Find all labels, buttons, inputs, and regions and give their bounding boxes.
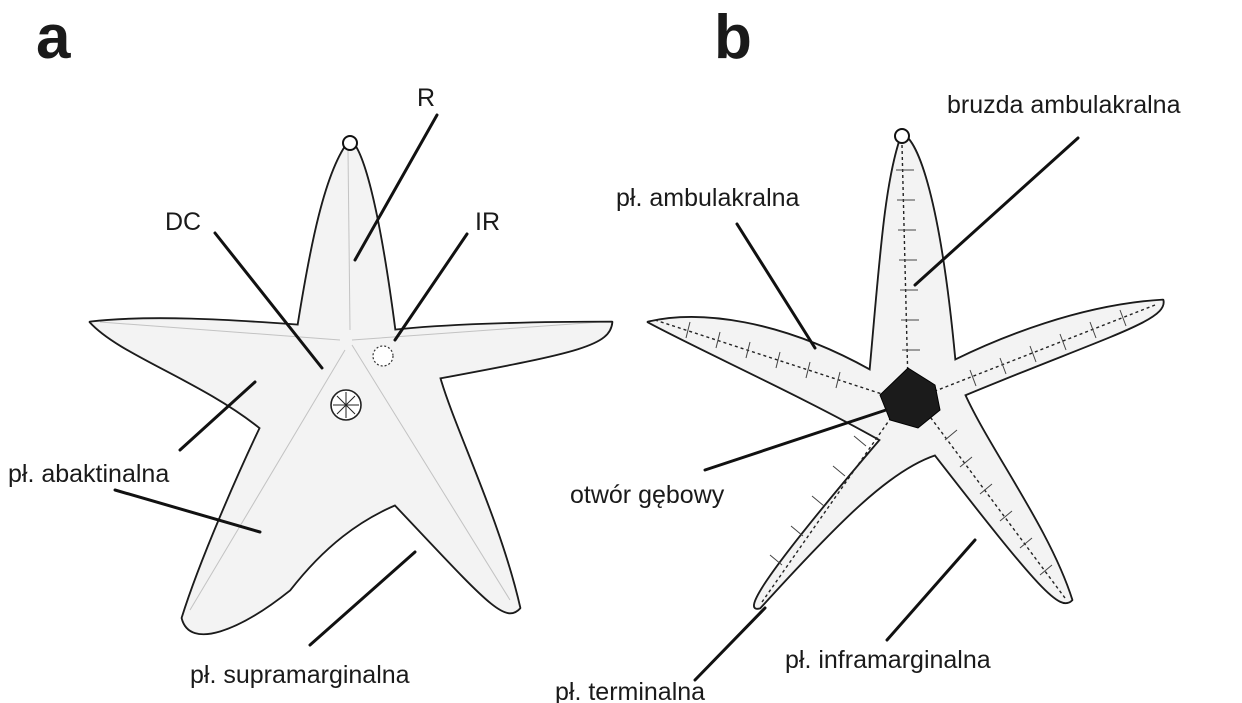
label-ambulakralna: pł. ambulakralna	[616, 184, 800, 212]
panel-a-letter: a	[36, 3, 71, 72]
anal-plate-icon	[373, 346, 393, 366]
leader-inframarginalna	[887, 540, 975, 640]
panel-b: b	[555, 3, 1181, 703]
label-inframarginalna: pł. inframarginalna	[785, 646, 991, 674]
label-bruzda: bruzda ambulakralna	[947, 91, 1181, 119]
label-IR: IR	[475, 208, 500, 236]
label-terminalna: pł. terminalna	[555, 678, 705, 703]
label-DC: DC	[165, 208, 201, 236]
leader-supramarginalna	[310, 552, 415, 645]
label-otwor: otwór gębowy	[570, 481, 725, 509]
leader-terminalna	[695, 608, 765, 680]
panel-b-letter: b	[714, 3, 752, 72]
label-abaktinalna: pł. abaktinalna	[8, 460, 169, 488]
label-R: R	[417, 84, 435, 112]
panel-a: a R DC IR pł. abaktinalna pł. supramargi…	[8, 3, 612, 689]
leader-bruzda	[915, 138, 1078, 285]
label-supramarginalna: pł. supramarginalna	[190, 661, 410, 689]
